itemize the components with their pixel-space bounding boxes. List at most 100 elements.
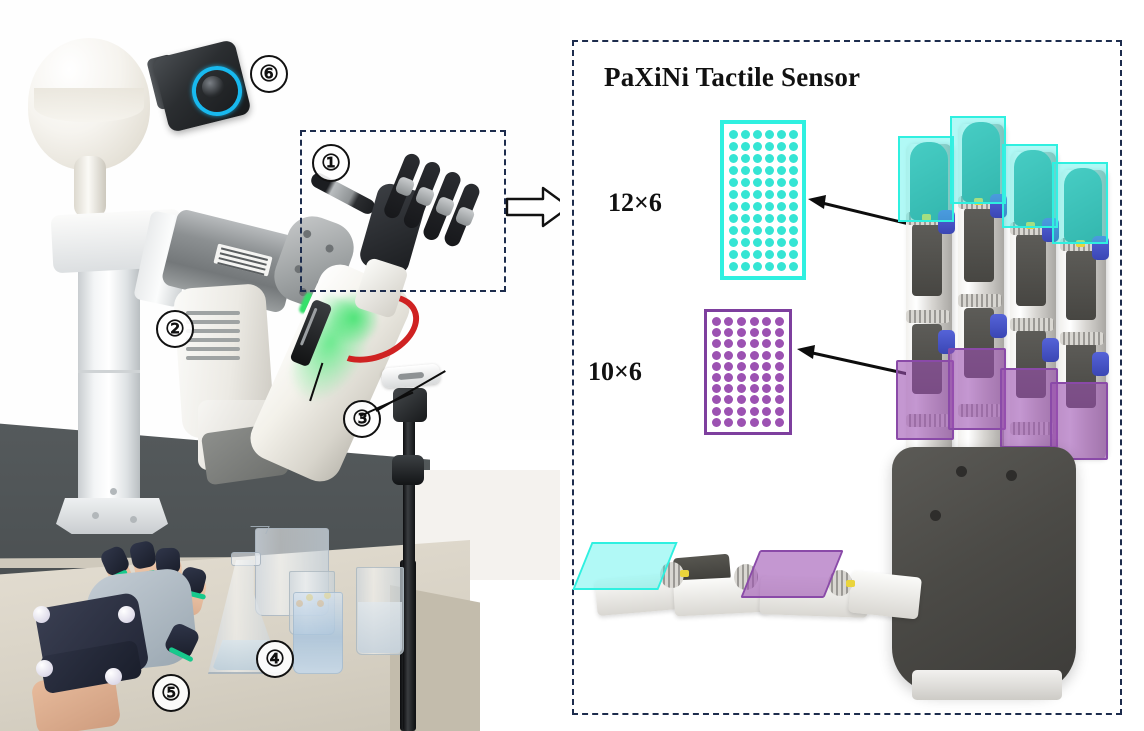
robot-platform-photo: ① ② ③ ④ ⑤ ⑥ — [0, 0, 560, 731]
tripod-clamp-knob — [392, 455, 424, 485]
sensor-taxel — [776, 153, 786, 163]
sensor-taxel — [749, 406, 759, 416]
finger-cable-clip — [990, 314, 1007, 338]
sensor-taxel — [762, 328, 772, 338]
finger-cable-clip — [1042, 218, 1059, 242]
sensor-taxel — [764, 225, 774, 235]
callout-1: ① — [312, 144, 350, 182]
sensor-taxel — [711, 350, 721, 360]
sensor-taxel — [775, 361, 785, 371]
sensor-taxel — [711, 361, 721, 371]
sensor-taxel — [762, 395, 772, 405]
water-glass-right — [356, 567, 404, 655]
sensor-taxel — [728, 165, 738, 175]
sensor-taxel — [749, 384, 759, 394]
sensor-taxel — [788, 165, 798, 175]
robot-neck — [74, 156, 106, 218]
sensor-taxel — [752, 189, 762, 199]
sensor-taxel — [724, 417, 734, 427]
fingertip-cap — [1014, 150, 1052, 226]
sensor-taxel — [737, 395, 747, 405]
sensor-taxel — [762, 317, 772, 327]
callout-5: ⑤ — [152, 674, 190, 712]
sensor-taxel — [737, 384, 747, 394]
sensor-taxel — [752, 225, 762, 235]
camera-lens-icon — [202, 76, 224, 98]
sensor-taxel — [737, 339, 747, 349]
sensor-taxel — [776, 249, 786, 259]
sensor-taxel — [737, 417, 747, 427]
finger-cable-clip — [1042, 338, 1059, 362]
phalange-sensor-overlay — [948, 348, 1006, 430]
sensor-taxel — [740, 225, 750, 235]
sensor-taxel — [764, 201, 774, 211]
sensor-taxel — [764, 129, 774, 139]
sensor-taxel — [740, 165, 750, 175]
arm-vent-grille — [186, 306, 240, 368]
sensor-taxel — [711, 395, 721, 405]
robot-column-seam — [78, 370, 140, 373]
sensor-taxel — [764, 141, 774, 151]
sensor-taxel — [728, 261, 738, 271]
sensor-taxel — [728, 213, 738, 223]
sensor-taxel — [740, 249, 750, 259]
sensor-taxel — [711, 406, 721, 416]
callout-3: ③ — [343, 400, 381, 438]
fingertip-cap — [962, 122, 1000, 202]
hand-region-of-interest-box — [300, 130, 506, 292]
glove-tracking-marker — [36, 660, 53, 677]
sensor-taxel — [724, 317, 734, 327]
sensor-taxel — [749, 328, 759, 338]
sensor-taxel — [740, 237, 750, 247]
sensor-taxel — [728, 141, 738, 151]
sensor-taxel — [724, 373, 734, 383]
sensor-taxel — [764, 237, 774, 247]
finger-screw — [922, 214, 931, 221]
sensor-taxel — [711, 328, 721, 338]
fingertip-sensor-overlay — [898, 136, 954, 222]
sensor-taxel — [728, 153, 738, 163]
sensor-taxel — [752, 165, 762, 175]
sensor-taxel — [776, 225, 786, 235]
sensor-taxel — [775, 417, 785, 427]
finger-knuckle-gear — [1010, 318, 1054, 331]
sensor-taxel — [724, 328, 734, 338]
finger-screw — [1026, 222, 1035, 229]
sensor-taxel — [724, 361, 734, 371]
sensor-taxel — [740, 261, 750, 271]
hand-palm-body — [892, 447, 1076, 692]
finger-dark-segment — [964, 208, 994, 282]
sensor-taxel — [788, 177, 798, 187]
robot-base-plate — [56, 498, 168, 534]
sensor-taxel — [762, 350, 772, 360]
sensor-taxel — [737, 328, 747, 338]
finger-knuckle-gear — [906, 310, 950, 323]
glove-tracking-marker — [105, 668, 122, 685]
sensor-taxel — [749, 361, 759, 371]
sensor-taxel — [711, 339, 721, 349]
sensor-taxel — [764, 153, 774, 163]
sensor-taxel — [775, 406, 785, 416]
sensor-taxel — [752, 201, 762, 211]
sensor-taxel — [740, 129, 750, 139]
callout-4: ④ — [256, 640, 294, 678]
palm-screw-hole — [930, 510, 941, 521]
fingertip-sensor-overlay — [1002, 144, 1058, 228]
sensor-taxel — [788, 261, 798, 271]
sensor-taxel — [711, 373, 721, 383]
sensor-taxel — [775, 384, 785, 394]
palm-screw-hole — [1006, 470, 1017, 481]
finger-cable-clip — [938, 210, 955, 234]
sensor-taxel — [728, 249, 738, 259]
sensor-taxel — [737, 350, 747, 360]
sensor-taxel — [776, 201, 786, 211]
thumb-screw — [846, 580, 855, 587]
finger-dark-segment — [1016, 234, 1046, 306]
sensor-taxel — [724, 406, 734, 416]
sensor-taxel — [740, 201, 750, 211]
sensor-taxel — [752, 177, 762, 187]
palm-screw-hole — [956, 466, 967, 477]
sensor-taxel — [764, 165, 774, 175]
sensor-taxel — [752, 237, 762, 247]
sensor-taxel — [762, 384, 772, 394]
